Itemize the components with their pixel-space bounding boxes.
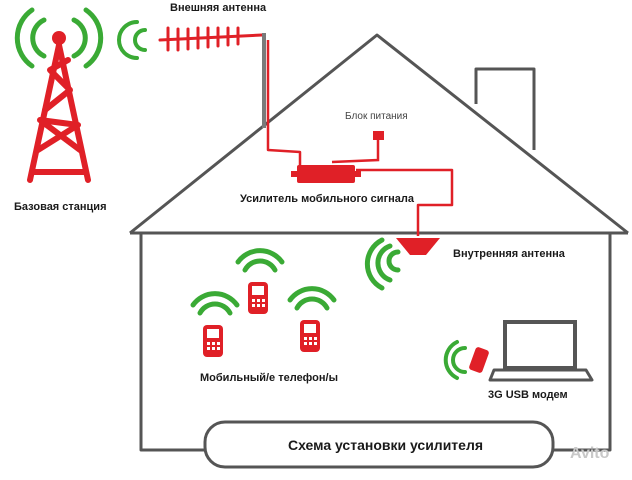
amplifier-icon <box>291 165 361 183</box>
power-supply-icon <box>373 131 384 140</box>
internal-antenna-label: Внутренняя антенна <box>453 248 565 260</box>
scheme-title: Схема установки усилителя <box>288 437 484 453</box>
usb-modem-label: 3G USB модем <box>488 389 568 401</box>
power-supply-label: Блок питания <box>345 111 408 122</box>
external-antenna-label: Внешняя антенна <box>170 2 267 14</box>
signal-waves-icon <box>14 7 104 69</box>
yagi-antenna-icon <box>158 26 264 52</box>
chimney <box>474 67 536 150</box>
phones-label: Мобильный/е телефон/ы <box>200 372 338 384</box>
tower-icon <box>27 42 91 183</box>
power-cable <box>331 137 380 164</box>
laptop-icon <box>488 320 594 382</box>
signal-waves-icon <box>117 20 147 60</box>
signal-waves-icon <box>364 237 401 291</box>
amplifier-label: Усилитель мобильного сигнала <box>240 193 415 205</box>
usb-modem-icon <box>443 340 489 380</box>
base-station-label: Базовая станция <box>14 201 107 213</box>
phone-icon <box>235 248 285 314</box>
phone-icon <box>287 286 337 352</box>
antenna-cable <box>266 40 454 236</box>
tower-top <box>52 31 66 45</box>
scheme-banner <box>203 420 555 469</box>
avito-watermark: Avito <box>570 445 610 462</box>
ceiling-antenna-icon <box>396 238 440 255</box>
phone-icon <box>190 291 240 357</box>
